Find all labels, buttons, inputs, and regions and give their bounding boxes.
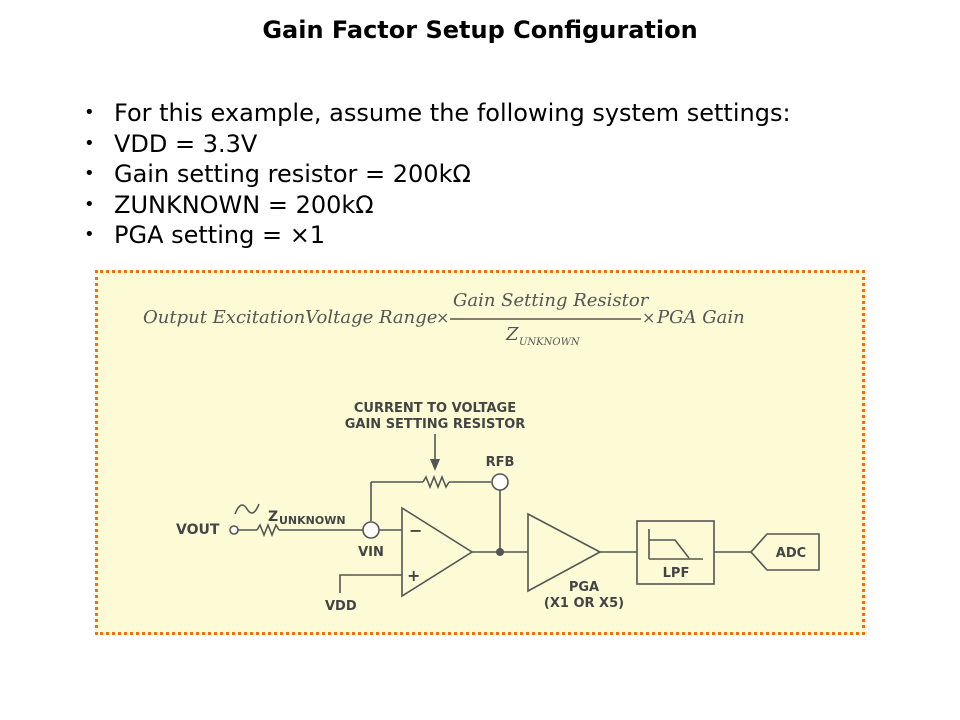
- ac-source-icon: [234, 503, 260, 515]
- lpf-label: LPF: [663, 566, 690, 581]
- rfb-label: RFB: [486, 455, 515, 470]
- zunknown-label: Z: [268, 509, 278, 525]
- formula-numerator: Gain Setting Resistor: [453, 290, 650, 311]
- bullet-text: Gain setting resistor = 200kΩ: [114, 160, 471, 188]
- zunknown-subscript: UNKNOWN: [279, 514, 346, 527]
- circuit-diagram: Output ExcitationVoltage Range × Gain Se…: [143, 290, 820, 614]
- annotation-arrow-head-icon: [430, 459, 440, 471]
- junction-dot-icon: [496, 548, 504, 556]
- pga-gain-label: (X1 OR X5): [544, 596, 624, 611]
- opamp-triangle-icon: [401, 506, 474, 598]
- opamp-minus-sign: −: [409, 521, 422, 540]
- formula-times-sign: ×: [642, 308, 655, 327]
- rfb-terminal-icon: [491, 473, 509, 491]
- bullet-icon: •: [84, 102, 95, 123]
- vdd-label: VDD: [325, 599, 357, 614]
- diagram-frame: Output ExcitationVoltage Range × Gain Se…: [95, 270, 865, 635]
- annotation-line-1: CURRENT TO VOLTAGE: [354, 401, 516, 416]
- circuit: CURRENT TO VOLTAGE GAIN SETTING RESISTOR…: [176, 401, 820, 614]
- zunknown-resistor-icon: [256, 522, 280, 538]
- adc-label: ADC: [776, 546, 806, 561]
- bullet-item: • ZUNKNOWN = 200kΩ: [84, 190, 791, 221]
- formula-right-term: PGA Gain: [656, 307, 745, 328]
- bullet-icon: •: [84, 132, 95, 154]
- bullet-icon: •: [84, 163, 95, 184]
- formula-denominator: Z: [505, 324, 519, 345]
- pga-triangle-icon: [527, 512, 602, 593]
- bullet-item: • VDD = 3.3V: [84, 129, 791, 160]
- opamp-plus-sign: +: [407, 566, 420, 585]
- vin-label: VIN: [358, 545, 384, 560]
- formula-denominator-subscript: UNKNOWN: [519, 337, 581, 348]
- lpf-response-icon: [649, 539, 690, 559]
- gain-formula: Output ExcitationVoltage Range × Gain Se…: [143, 290, 745, 348]
- vin-terminal-icon: [362, 521, 380, 539]
- bullet-icon: •: [84, 193, 95, 215]
- bullet-list: • For this example, assume the following …: [84, 98, 791, 251]
- bullet-text: VDD = 3.3V: [114, 129, 258, 158]
- vout-terminal-icon: [229, 525, 239, 535]
- bullet-item: • PGA setting = ×1: [84, 220, 791, 251]
- formula-left-term: Output ExcitationVoltage Range: [143, 307, 437, 328]
- pga-label: PGA: [569, 580, 599, 595]
- bullet-text: For this example, assume the following s…: [114, 99, 791, 127]
- bullet-item: • For this example, assume the following …: [84, 98, 791, 129]
- gain-resistor-icon: [422, 474, 450, 490]
- bullet-item: • Gain setting resistor = 200kΩ: [84, 159, 791, 190]
- vdd-wire: [339, 574, 402, 593]
- adc-block: [749, 533, 820, 571]
- annotation-line-2: GAIN SETTING RESISTOR: [345, 417, 526, 432]
- bullet-text: PGA setting = ×1: [114, 221, 326, 249]
- slide-title: Gain Factor Setup Configuration: [262, 16, 698, 44]
- bullet-icon: •: [84, 224, 95, 245]
- bullet-text: ZUNKNOWN = 200kΩ: [114, 190, 374, 219]
- vout-label: VOUT: [176, 522, 220, 538]
- formula-times-sign: ×: [436, 308, 449, 327]
